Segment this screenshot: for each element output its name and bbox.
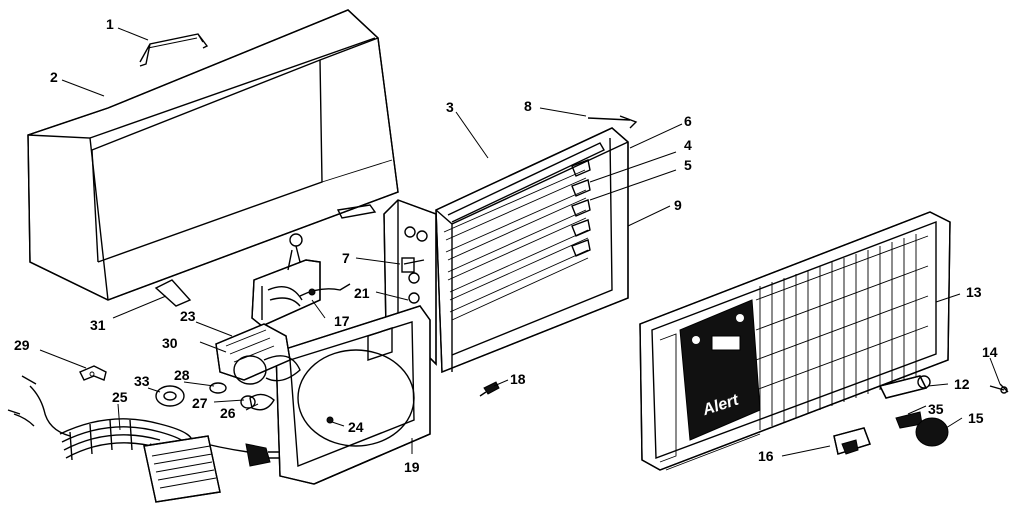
part-label-26: 26 <box>220 405 236 421</box>
part-label-21: 21 <box>354 285 370 301</box>
cord-clip <box>79 365 107 381</box>
part-label-8: 8 <box>524 98 532 114</box>
screw-part <box>479 381 500 397</box>
front-grille: Alert <box>639 211 951 471</box>
panel-knob-icon <box>692 336 700 344</box>
part-label-33: 33 <box>134 373 150 389</box>
motor-mount-bracket <box>251 233 351 327</box>
handle-part <box>139 33 209 67</box>
element-frame-assembly <box>435 127 629 374</box>
part-label-29: 29 <box>14 337 30 353</box>
part-label-23: 23 <box>180 308 196 324</box>
fan-shroud-panel <box>275 305 431 485</box>
part-labels: 1 2 3 4 5 6 7 8 9 12 13 14 15 16 17 18 1… <box>14 16 998 475</box>
part-label-31: 31 <box>90 317 106 333</box>
part-label-3: 3 <box>446 99 454 115</box>
fan-motor <box>215 323 301 385</box>
panel-display-window <box>711 335 741 351</box>
fan-blade-parts <box>209 382 275 411</box>
part-label-2: 2 <box>50 69 58 85</box>
strain-relief <box>155 385 185 407</box>
part-label-13: 13 <box>966 284 982 300</box>
part-label-5: 5 <box>684 157 692 173</box>
part-label-25: 25 <box>112 389 128 405</box>
grille-slots <box>659 234 929 471</box>
part-label-9: 9 <box>674 197 682 213</box>
part-label-28: 28 <box>174 367 190 383</box>
part-label-18: 18 <box>510 371 526 387</box>
part-label-30: 30 <box>162 335 178 351</box>
part-label-17: 17 <box>334 313 350 329</box>
part-label-6: 6 <box>684 113 692 129</box>
part-label-14: 14 <box>982 344 998 360</box>
power-cord <box>7 375 280 503</box>
part-label-15: 15 <box>968 410 984 426</box>
part-label-7: 7 <box>342 250 350 266</box>
pin-part <box>587 115 638 129</box>
part-label-1: 1 <box>106 16 114 32</box>
switch-parts <box>833 375 1009 455</box>
part-label-4: 4 <box>684 137 692 153</box>
part-label-35: 35 <box>928 401 944 417</box>
leader-lines <box>39 27 1001 457</box>
part-label-16: 16 <box>758 448 774 464</box>
cabinet-housing <box>27 9 399 307</box>
part-label-19: 19 <box>404 459 420 475</box>
panel-indicator-icon <box>736 314 744 322</box>
part-label-12: 12 <box>954 376 970 392</box>
part-label-27: 27 <box>192 395 208 411</box>
part-label-24: 24 <box>348 419 364 435</box>
